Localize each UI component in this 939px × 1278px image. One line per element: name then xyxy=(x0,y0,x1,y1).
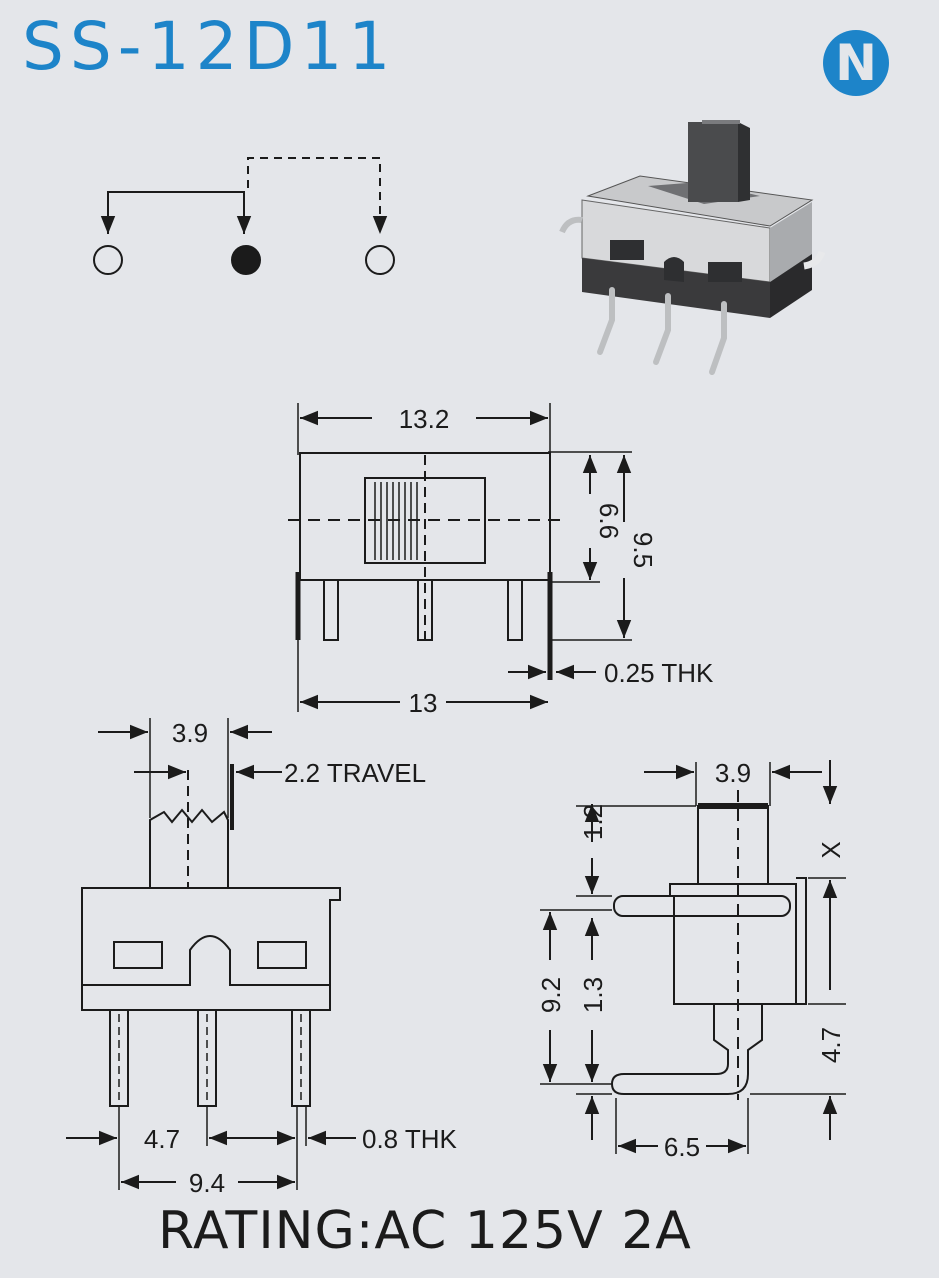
part-number-title: SS-12D11 xyxy=(22,8,397,85)
rating-text: RATING:AC 125V 2A xyxy=(158,1201,692,1261)
brand-logo: N xyxy=(823,30,889,96)
side-view xyxy=(540,760,846,1154)
dim-1-3: 1.3 xyxy=(578,977,608,1013)
dim-0-8-thk: 0.8 THK xyxy=(362,1124,458,1154)
switch-product-illustration xyxy=(559,120,826,375)
dim-13-2: 13.2 xyxy=(399,404,450,434)
dim-3-9-side: 3.9 xyxy=(715,758,751,788)
dim-4-7-pitch: 4.7 xyxy=(144,1124,180,1154)
front-view xyxy=(66,718,356,1190)
dim-9-5: 9.5 xyxy=(628,532,658,568)
contact-open-left xyxy=(93,245,123,275)
contact-open-right xyxy=(365,245,395,275)
top-view xyxy=(288,403,632,712)
dim-0-25-thk: 0.25 THK xyxy=(604,658,714,688)
contact-common xyxy=(231,245,261,275)
dim-6-6: 6.6 xyxy=(594,503,624,539)
dim-9-2: 9.2 xyxy=(536,977,566,1013)
dim-x: X xyxy=(816,841,846,858)
dim-6-5: 6.5 xyxy=(664,1132,700,1162)
dim-9-4: 9.4 xyxy=(189,1168,225,1198)
dim-13: 13 xyxy=(409,688,438,718)
dim-1-2: 1.2 xyxy=(578,804,608,840)
dim-4-7-side: 4.7 xyxy=(816,1027,846,1063)
dim-3-9-front: 3.9 xyxy=(172,718,208,748)
dim-2-2-travel: 2.2 TRAVEL xyxy=(284,758,426,788)
switch-schematic xyxy=(93,157,395,275)
